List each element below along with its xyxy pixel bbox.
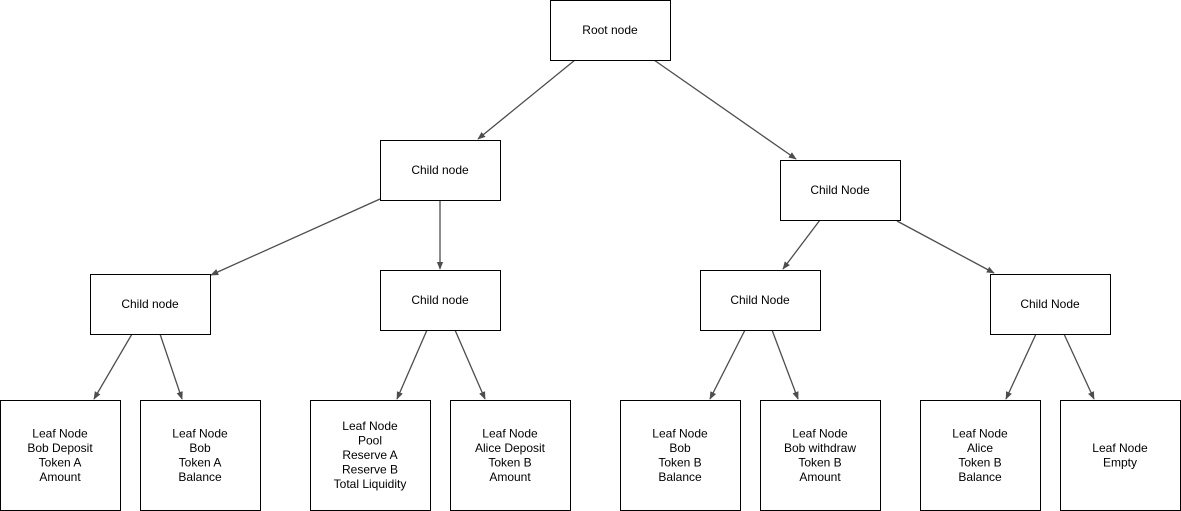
node-box [380,270,501,331]
edge-c_rr-to-leaf8 [1063,333,1095,400]
node-label-line: Bob [189,441,211,455]
edge-root-to-c_l [477,59,576,140]
node-label-line: Empty [1103,455,1137,469]
node-label-line: Child node [411,163,469,177]
node-box [550,0,671,61]
node-label-line: Leaf Node [482,426,538,440]
node-box [140,400,261,511]
edge-c_lr-to-leaf4 [454,329,486,400]
node-label-line: Bob Deposit [27,441,93,455]
node-label-line: Balance [178,470,222,484]
node-label-line: Total Liquidity [334,477,407,491]
node-label-line: Amount [799,470,841,484]
node-label-line: Child Node [810,183,870,197]
node-box [760,400,881,511]
node-c_r: Child Node [780,160,901,221]
node-box [90,274,211,335]
node-label-line: Token A [39,455,82,469]
edge-c_lr-to-leaf3 [396,329,428,400]
node-c_l: Child node [380,140,501,201]
node-label-line: Token B [488,455,531,469]
node-label-line: Balance [958,470,1002,484]
node-c_rr: Child Node [990,274,1111,335]
node-label-line: Alice [967,441,993,455]
node-label-line: Leaf Node [792,426,848,440]
node-box [380,140,501,201]
node-label-line: Amount [489,470,531,484]
edge-c_ll-to-leaf1 [93,333,133,400]
node-label-line: Balance [658,470,702,484]
node-box [920,400,1041,511]
node-label-line: Token A [179,455,222,469]
node-label-line: Child node [411,293,469,307]
node-label-line: Reserve A [342,448,397,462]
node-label-line: Bob withdraw [784,441,856,455]
edge-c_r-to-c_rl [782,219,821,270]
node-label-line: Pool [358,434,382,448]
node-label-line: Bob [669,441,691,455]
edge-c_rl-to-leaf5 [709,329,746,400]
node-box [450,400,571,511]
node-label-line: Leaf Node [952,426,1008,440]
node-label-line: Token B [658,455,701,469]
node-label-line: Leaf Node [1092,441,1148,455]
node-label-line: Child Node [1020,297,1080,311]
node-label-line: Child node [121,297,179,311]
node-label-line: Root node [582,23,638,37]
edges [93,59,1095,400]
node-label-line: Token B [798,455,841,469]
node-box [780,160,901,221]
node-box [700,270,821,331]
edge-root-to-c_r [653,59,797,160]
node-box [990,274,1111,335]
node-label-line: Leaf Node [172,426,228,440]
edge-c_rr-to-leaf7 [1005,333,1037,400]
node-root: Root node [550,0,671,61]
node-c_rl: Child Node [700,270,821,331]
node-c_lr: Child node [380,270,501,331]
node-box [620,400,741,511]
node-box [310,400,431,511]
node-label-line: Child Node [730,293,790,307]
node-label-line: Amount [39,470,81,484]
edge-c_r-to-c_rr [896,220,995,274]
node-box [1060,400,1181,511]
node-label-line: Leaf Node [32,426,88,440]
edge-c_l-to-c_ll [210,198,381,276]
edge-c_rl-to-leaf6 [771,329,799,400]
node-label-line: Token B [958,455,1001,469]
node-box [0,400,121,511]
node-label-line: Leaf Node [652,426,708,440]
node-c_ll: Child node [90,274,211,335]
edge-c_ll-to-leaf2 [159,333,183,400]
node-label-line: Leaf Node [342,419,398,433]
node-label-line: Reserve B [342,463,398,477]
node-label-line: Alice Deposit [475,441,546,455]
